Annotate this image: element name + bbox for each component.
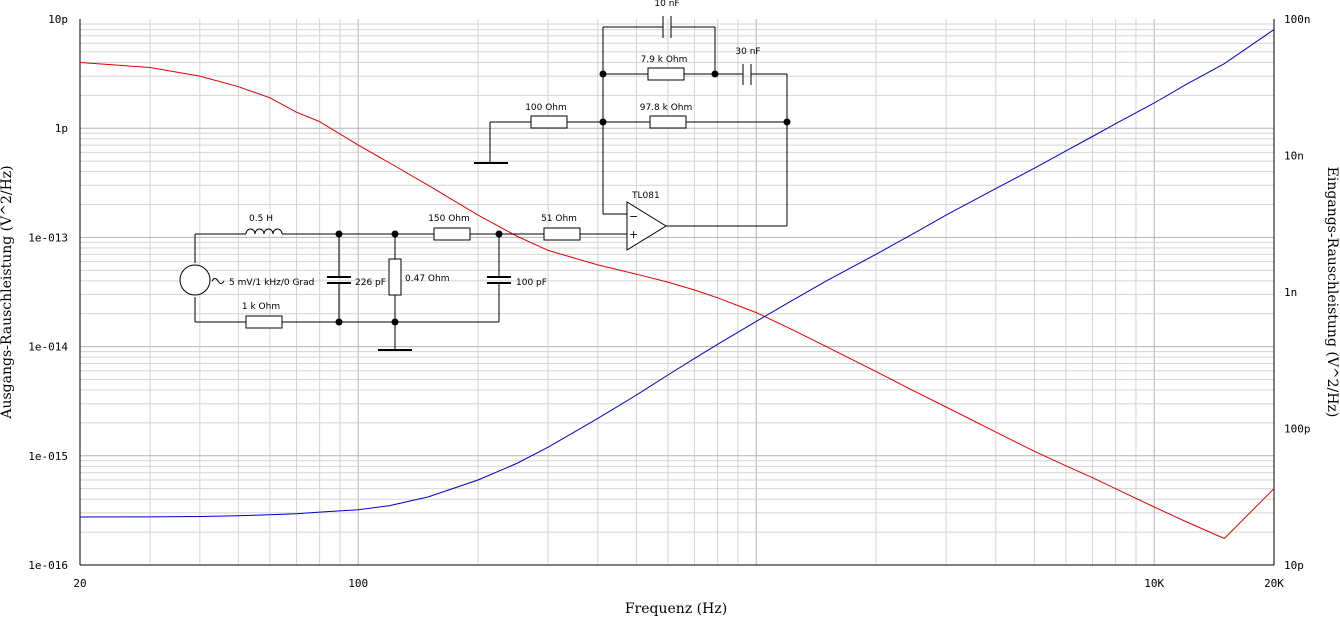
label-0-47-ohm: 0.47 Ohm	[405, 274, 449, 284]
label-10nf: 10 nF	[654, 0, 679, 9]
junction-dot	[495, 230, 503, 238]
resistor-100	[530, 115, 568, 129]
series-line-2	[79, 29, 1275, 518]
opamp-tl081	[626, 201, 667, 251]
junction-dot	[335, 230, 343, 238]
x-tick-label: 20	[73, 577, 86, 590]
resistor-1k	[245, 315, 283, 329]
resistor-51	[543, 227, 581, 241]
junction-dot	[391, 318, 399, 326]
x-tick-label: 10K	[1144, 577, 1164, 590]
series-lines	[79, 29, 1275, 540]
junction-dot	[783, 118, 791, 126]
opamp-plus-sign: +	[629, 228, 638, 241]
label-100-ohm: 100 Ohm	[525, 103, 567, 113]
resistor-150	[433, 227, 471, 241]
label-0-5h: 0.5 H	[249, 214, 273, 224]
resistor-7-9k	[647, 67, 685, 81]
y2-tick-label: 100n	[1284, 13, 1311, 26]
label-150-ohm: 150 Ohm	[428, 214, 470, 224]
capacitor-100pf	[487, 234, 511, 322]
opamp-minus-sign: −	[629, 210, 638, 223]
y2-tick-label: 1n	[1284, 286, 1297, 299]
label-tl081: TL081	[631, 191, 660, 201]
y2-tick-label: 10p	[1284, 559, 1304, 572]
plot-frame	[79, 19, 1275, 566]
y-tick-label: 10p	[48, 13, 68, 26]
junction-dot	[391, 230, 399, 238]
label-30nf: 30 nF	[735, 47, 760, 57]
x-axis-label: Frequenz (Hz)	[625, 601, 727, 617]
capacitor-10nf	[662, 16, 672, 38]
y-tick-label: 1e-013	[28, 231, 68, 244]
x-tick-label: 100	[348, 577, 368, 590]
label-source: 5 mV/1 kHz/0 Grad	[229, 278, 314, 288]
label-51-ohm: 51 Ohm	[541, 214, 577, 224]
y-tick-label: 1p	[55, 122, 68, 135]
junction-dot	[599, 118, 607, 126]
series-line-1	[79, 62, 1275, 540]
capacitor-30nf	[742, 64, 752, 85]
y-tick-label: 1e-014	[28, 341, 68, 354]
y2-tick-label: 100p	[1284, 423, 1311, 436]
label-1k-ohm: 1 k Ohm	[242, 302, 280, 312]
inductor-0-5h	[245, 228, 283, 235]
circuit-schematic: 10 nF 7.9 k Ohm 30 nF 100 Ohm 97.8 k Ohm…	[179, 0, 791, 351]
x-tick-label: 20K	[1264, 577, 1284, 590]
junction-dot	[711, 70, 719, 78]
y-tick-label: 1e-015	[28, 450, 68, 463]
label-97-8k: 97.8 k Ohm	[640, 103, 693, 113]
junction-dot	[335, 318, 343, 326]
grid	[79, 19, 1275, 565]
y-axis-label: Ausgangs-Rauschleistung (V^2/Hz)	[0, 165, 15, 419]
sine-icon	[211, 278, 225, 284]
label-226pf: 226 pF	[355, 278, 386, 288]
label-100pf: 100 pF	[516, 278, 547, 288]
y2-axis-label: Eingangs-Rauschleistung (V^2/Hz)	[1324, 167, 1340, 418]
y2-tick-label: 10n	[1284, 150, 1304, 163]
y-tick-label: 1e-016	[28, 559, 68, 572]
capacitor-226pf	[327, 234, 351, 322]
voltage-source	[179, 264, 211, 296]
junction-dot	[599, 70, 607, 78]
resistor-97-8k	[649, 115, 687, 129]
label-7-9k: 7.9 k Ohm	[641, 55, 688, 65]
resistor-0-47	[388, 258, 402, 296]
